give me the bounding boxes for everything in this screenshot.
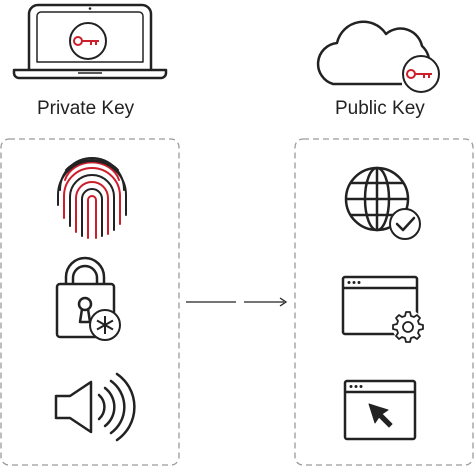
browser-cursor-window-icon <box>343 379 417 441</box>
key-badge-cloud-icon <box>402 55 440 93</box>
speaker-icon <box>54 372 136 442</box>
browser-window-icon <box>341 275 419 336</box>
arrow-connector <box>186 297 288 307</box>
cursor-arrow-icon <box>368 403 393 428</box>
key-badge-laptop-icon <box>69 22 107 60</box>
globe-icon <box>344 166 410 232</box>
private-key-label: Private Key <box>37 98 135 119</box>
fingerprint-icon <box>57 157 127 239</box>
public-key-box <box>294 138 474 466</box>
check-badge-icon <box>389 208 421 240</box>
cloud-icon <box>316 20 431 86</box>
laptop-icon <box>12 3 168 80</box>
private-key-box <box>0 138 180 466</box>
public-key-label: Public Key <box>335 98 425 119</box>
padlock-icon <box>55 256 116 339</box>
gear-icon <box>392 310 424 343</box>
asterisk-badge-icon <box>89 309 121 341</box>
